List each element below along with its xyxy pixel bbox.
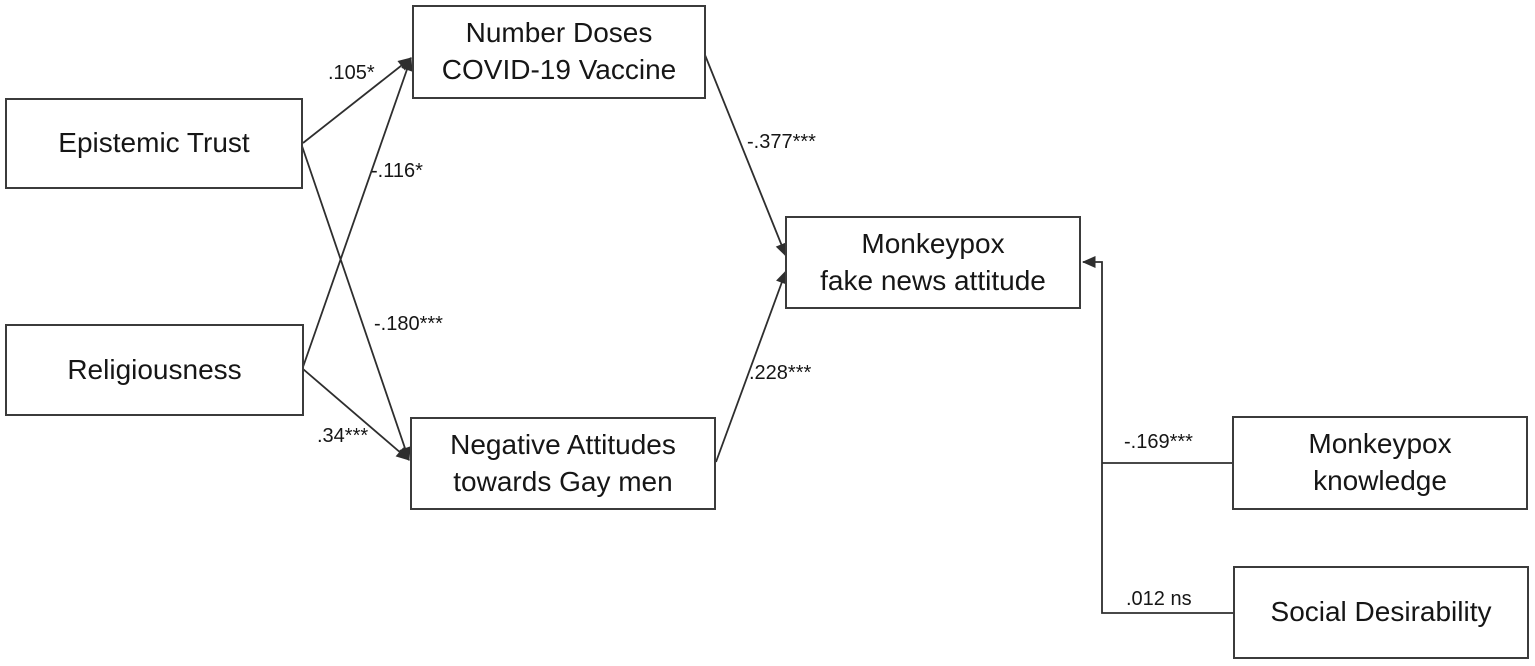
edge-line-religiousness-to-doses [302,57,413,368]
node-epistemic-trust: Epistemic Trust [5,98,303,189]
coefficient-social-to-fakenews: .012 ns [1126,588,1192,610]
node-monkeypox-fake-news-attitude: Monkeypox fake news attitude [785,216,1081,309]
node-religiousness: Religiousness [5,324,304,416]
edge-line-epistemic-to-doses [302,57,412,144]
coefficient-religiousness-to-doses: -.116* [371,160,423,182]
edge-line-epistemic-to-attitudes [301,145,411,461]
edge-line-elbow-social-to-fakenews [1082,256,1233,614]
edge-line-doses-to-fakenews [704,54,787,257]
coefficient-epistemic-to-attitudes: -.180*** [374,313,443,335]
edge-line-attitudes-to-fakenews [715,270,788,463]
node-number-doses-covid19-vaccine: Number Doses COVID-19 Vaccine [412,5,706,99]
node-social-desirability: Social Desirability [1233,566,1529,659]
node-negative-attitudes-towards-gay-men: Negative Attitudes towards Gay men [410,417,716,510]
coefficient-attitudes-to-fakenews: .228*** [749,362,812,384]
edge-line-religiousness-to-attitudes [302,368,410,461]
coefficient-epistemic-to-doses: .105* [328,62,375,84]
coefficient-doses-to-fakenews: -.377*** [747,131,816,153]
node-monkeypox-knowledge: Monkeypox knowledge [1232,416,1528,510]
coefficient-knowledge-to-fakenews: -.169*** [1124,431,1193,453]
coefficient-religiousness-to-attitudes: .34*** [317,425,369,447]
